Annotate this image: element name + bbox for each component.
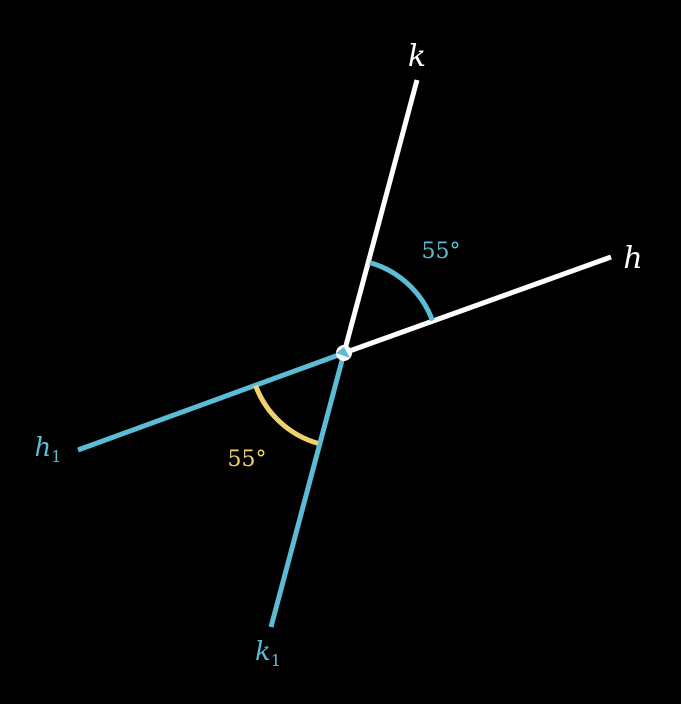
label-k: k xyxy=(408,39,426,74)
label-h: h xyxy=(623,241,642,276)
ray-h1 xyxy=(77,350,345,453)
angle-label-k-h: 55° xyxy=(422,239,461,264)
label-h1: h1 xyxy=(35,433,62,466)
ray-k xyxy=(341,79,420,354)
ray-k1 xyxy=(268,352,347,628)
angle-arc-k-h xyxy=(369,260,435,322)
ray-h xyxy=(343,254,612,356)
vertex-arrow-icon xyxy=(336,347,350,358)
angle-arc-h1-k1 xyxy=(253,384,319,446)
label-k1: k1 xyxy=(255,637,281,670)
angle-label-h1-k1: 55° xyxy=(228,447,267,472)
